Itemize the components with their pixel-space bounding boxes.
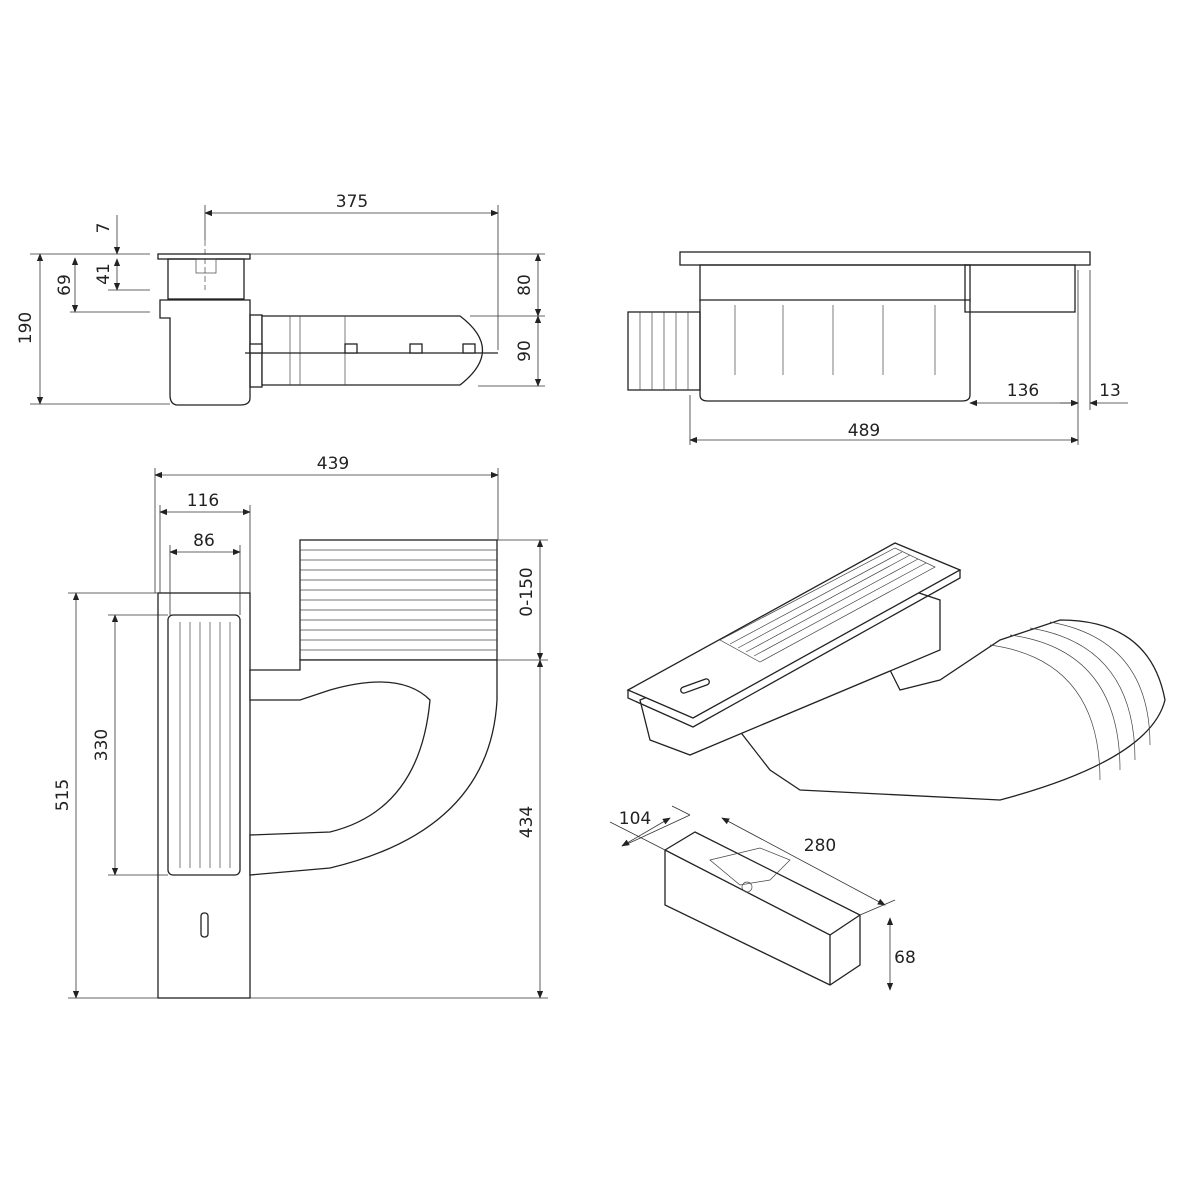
dim-439: 439: [317, 454, 349, 474]
dim-375: 375: [336, 192, 368, 212]
dim-190: 190: [16, 312, 36, 344]
dim-489: 489: [848, 421, 880, 441]
dim-434: 434: [517, 806, 537, 838]
module-view: 104 280 68: [609, 805, 916, 991]
dim-41: 41: [94, 263, 114, 285]
dim-330: 330: [92, 729, 112, 761]
dim-515: 515: [53, 779, 73, 811]
plan-view: 439 116 86 0-150 434 515 330: [53, 454, 548, 999]
dim-104: 104: [619, 809, 651, 829]
dim-136: 136: [1007, 381, 1039, 401]
dim-86: 86: [193, 531, 215, 551]
dim-280: 280: [804, 836, 836, 856]
front-view: 136 13 489: [627, 251, 1128, 445]
dim-0-150: 0-150: [517, 567, 537, 616]
dim-90: 90: [515, 340, 535, 362]
dim-13: 13: [1099, 381, 1121, 401]
dim-7: 7: [94, 223, 114, 234]
dim-69: 69: [55, 274, 75, 296]
side-view: 375 7 41 69 190 80 90: [16, 192, 545, 406]
isometric-view: [626, 542, 1166, 801]
dim-80: 80: [515, 274, 535, 296]
dim-116: 116: [187, 491, 219, 511]
dim-68: 68: [894, 948, 916, 968]
